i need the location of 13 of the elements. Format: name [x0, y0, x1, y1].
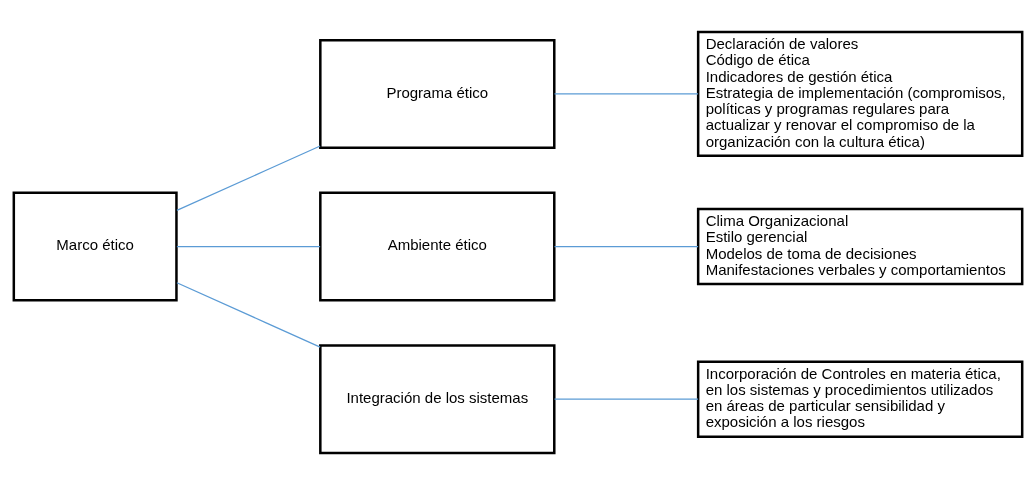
node-box: Programa ético [319, 38, 556, 149]
node-box: Clima Organizacional Estilo gerencial Modelos de toma de decisiones Manifestaciones verbales y comportamientos [696, 207, 1024, 285]
connector [176, 144, 321, 211]
connector [176, 281, 321, 348]
connector [553, 398, 699, 400]
node-box: Declaración de valores Código de ética Indicadores de gestión ética Estrategia de implementación (compromisos, políticas y programas regulares para actualizar y renovar el compromiso de la organización con la cultura ética) [696, 30, 1024, 157]
node-box: Integración de los sistemas [319, 343, 556, 454]
node-box: Ambiente ético [319, 191, 556, 302]
node-box: Incorporación de Controles en materia ética, en los sistemas y procedimientos utilizados en áreas de particular sensibilidad y exposición a los riesgos [696, 359, 1024, 438]
connector [553, 92, 699, 95]
node-box: Marco ético [12, 191, 178, 302]
connector [176, 245, 321, 247]
connector [553, 245, 699, 247]
